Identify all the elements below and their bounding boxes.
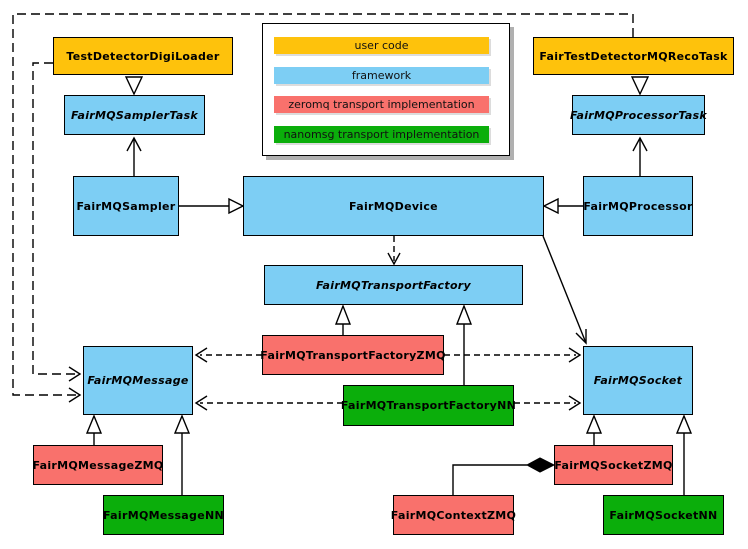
node-fairmqmessagenn: FairMQMessageNN: [103, 495, 224, 535]
legend-item-framework: framework: [274, 67, 489, 84]
edge-socketnn-socket: [675, 414, 693, 495]
edge-tfzmq-socket: [444, 347, 582, 363]
edge-processor-processortask: [632, 136, 648, 176]
legend-item-nanomsg: nanomsg transport implementation: [274, 126, 489, 143]
edge-messagezmq-message: [85, 414, 103, 445]
edge-tfzmq-message: [194, 347, 262, 363]
node-fairmqdevice: FairMQDevice: [243, 176, 544, 236]
edge-contextzmq-socketzmq: [452, 457, 556, 495]
node-fairmqsocketnn: FairMQSocketNN: [603, 495, 724, 535]
edge-sampler-device: [179, 197, 245, 215]
edge-processor-device: [542, 197, 583, 215]
node-fairmqsocket: FairMQSocket: [583, 346, 693, 415]
node-testdetectordigiloader: TestDetectorDigiLoader: [53, 37, 233, 75]
edge-sampler-samplertask: [126, 136, 142, 176]
edge-tfnn-socket: [514, 395, 582, 411]
node-fairmqsamplertask: FairMQSamplerTask: [64, 95, 205, 135]
node-fairmqcontextzmq: FairMQContextZMQ: [391, 495, 516, 535]
edge-recotask-processortask-arrowhead: [630, 76, 650, 96]
node-fairmqmessagezmq: FairMQMessageZMQ: [32, 445, 163, 485]
legend-item-zeromq: zeromq transport implementation: [274, 96, 489, 113]
node-fairmqprocessor: FairMQProcessor: [583, 176, 693, 236]
node-fairmqtransportfactory: FairMQTransportFactory: [264, 265, 523, 305]
edge-device-socket: [542, 235, 587, 345]
edge-digiloader-samplertask-arrowhead: [124, 76, 144, 96]
edge-digiloader-message: [32, 62, 82, 382]
node-fairmqsocketzmq: FairMQSocketZMQ: [554, 445, 673, 485]
edge-tfnn-message: [194, 395, 343, 411]
edge-messagenn-message: [173, 414, 191, 495]
legend-item-user-code: user code: [274, 37, 489, 54]
edge-tfzmq-transportfactory: [334, 304, 352, 335]
node-fairmqprocessortask: FairMQProcessorTask: [570, 95, 707, 135]
legend: user code framework zeromq transport imp…: [262, 23, 510, 156]
edge-recotask-message: [12, 13, 634, 403]
node-fairmqmessage: FairMQMessage: [83, 346, 193, 415]
node-fairmqsampler: FairMQSampler: [73, 176, 179, 236]
composition-diamond: [525, 457, 556, 473]
edge-tfnn-transportfactory: [455, 304, 473, 385]
node-fairmqtransportfactoryzmq: FairMQTransportFactoryZMQ: [260, 335, 445, 375]
node-fairtestdetectormqrecotask: FairTestDetectorMQRecoTask: [533, 37, 734, 75]
node-fairmqtransportfactorynn: FairMQTransportFactoryNN: [341, 385, 516, 426]
edge-socketzmq-socket: [585, 414, 603, 445]
edge-device-transportfactory: [387, 236, 401, 266]
